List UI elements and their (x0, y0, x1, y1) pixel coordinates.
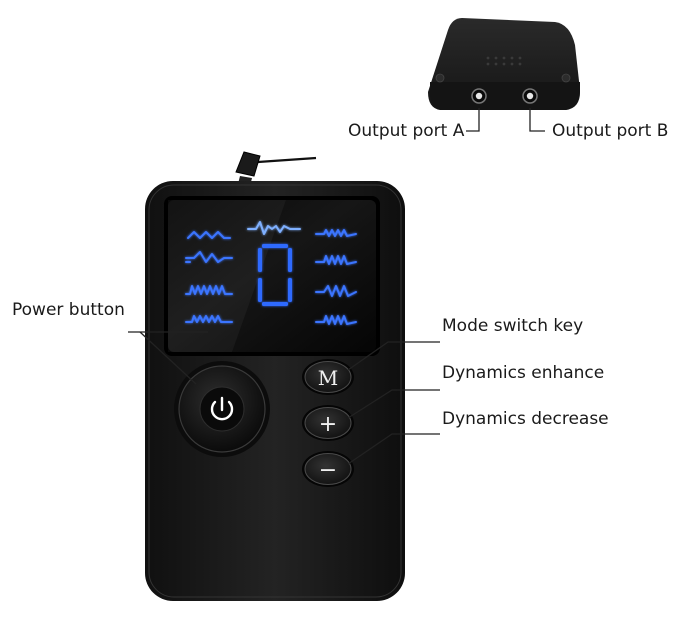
power-button[interactable] (174, 361, 270, 457)
power-button-label: Power button (12, 300, 125, 320)
minus-button-glyph: − (319, 458, 337, 483)
dynamics-decrease-label: Dynamics decrease (442, 409, 609, 429)
dynamics-enhance-label: Dynamics enhance (442, 363, 605, 383)
power-icon (210, 396, 234, 421)
dynamics-enhance-button[interactable] (302, 405, 354, 441)
plus-button-glyph: + (319, 412, 337, 437)
enhance-leader-line (347, 389, 440, 419)
dynamics-decrease-button[interactable] (302, 451, 354, 487)
mode-leader-line (347, 341, 440, 371)
output-port-a-label: Output port A (348, 121, 465, 141)
display-digit (258, 244, 292, 306)
output-port-b-jack (522, 88, 538, 104)
mode-switch-button[interactable] (302, 359, 354, 395)
decrease-leader-line (347, 433, 440, 465)
mode-button-glyph: M (318, 366, 338, 390)
output-port-b-label: Output port B (552, 121, 669, 141)
device-top-view (428, 18, 580, 110)
mode-switch-label: Mode switch key (442, 316, 584, 336)
output-port-a-jack (471, 88, 487, 104)
lcd-screen (164, 196, 380, 356)
cable-plug (235, 151, 317, 186)
